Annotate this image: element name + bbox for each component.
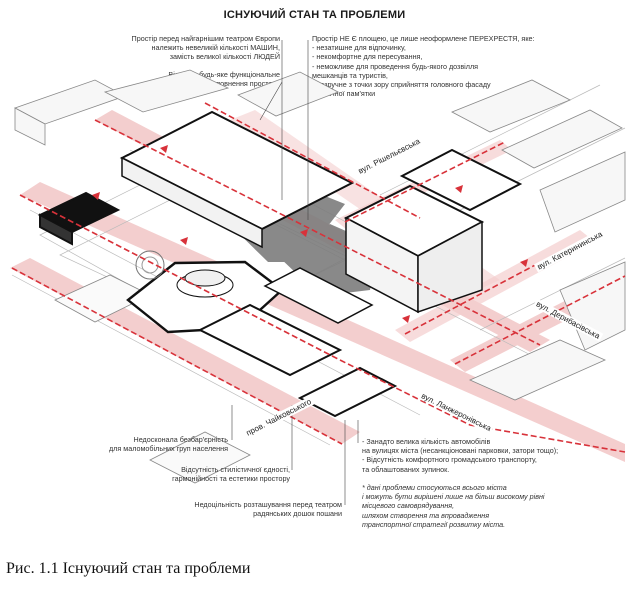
leader-lines bbox=[231, 40, 359, 505]
theatre-building bbox=[135, 250, 234, 298]
note-placement: Недоцільність розташування перед театром… bbox=[194, 500, 342, 519]
note-intersection: Простір НЕ Є площею, це лише неоформлене… bbox=[312, 34, 535, 99]
note-traffic: - Занадто велика кількість автомобілів н… bbox=[362, 437, 559, 474]
isometric-map bbox=[10, 40, 626, 505]
diagram-title: ІСНУЮЧИЙ СТАН ТА ПРОБЛЕМИ bbox=[223, 9, 406, 21]
note-cars: Простір перед найгарнішим театром Європи… bbox=[131, 34, 280, 62]
traffic-arrows bbox=[92, 145, 528, 323]
note-barrier-free: Недосконала безбар'єрність для маломобіл… bbox=[108, 435, 228, 454]
note-footnote: * дані проблеми стосуються всього міста … bbox=[362, 483, 545, 529]
figure-caption: Рис. 1.1 Існуючий стан та проблеми bbox=[6, 560, 251, 577]
note-style: Відсутність стилістичної єдності, гармон… bbox=[172, 465, 290, 484]
